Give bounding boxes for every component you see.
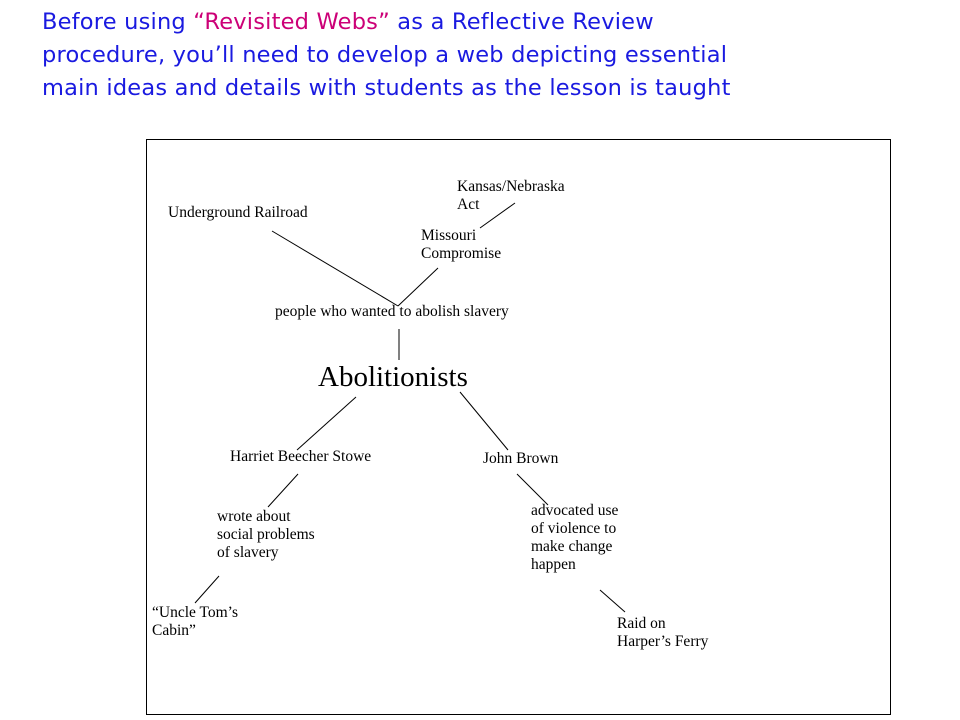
- node-harpers-line-1: Raid on: [617, 615, 666, 632]
- node-missouri-line-1: Missouri: [421, 227, 477, 244]
- node-definition: people who wanted to abolish slavery: [275, 303, 509, 320]
- link-kansas-missouri: [479, 202, 516, 229]
- link-brown-detail: [516, 473, 549, 506]
- node-stowe-detail: wrote about social problems of slavery: [217, 508, 315, 562]
- node-brown-detail-line-4: happen: [531, 556, 576, 573]
- link-stowe-detail-uncletom: [194, 575, 220, 604]
- link-missouri-definition: [397, 267, 439, 307]
- node-stowe-detail-line-3: of slavery: [217, 544, 279, 561]
- node-brown-detail: advocated use of violence to make change…: [531, 502, 618, 574]
- link-stowe-detail: [267, 473, 299, 508]
- node-kansas-line-2: Act: [457, 196, 480, 213]
- node-raid-on-harpers-ferry: Raid on Harper’s Ferry: [617, 615, 708, 651]
- heading-text-pre: Before using: [42, 9, 194, 35]
- node-stowe-detail-line-1: wrote about: [217, 508, 291, 525]
- link-central-stowe: [296, 396, 357, 451]
- node-harriet-beecher-stowe: Harriet Beecher Stowe: [230, 448, 372, 465]
- node-brown-detail-line-1: advocated use: [531, 502, 619, 519]
- node-kansas-line-1: Kansas/Nebraska: [457, 178, 565, 195]
- node-harpers-line-2: Harper’s Ferry: [617, 633, 709, 650]
- link-railroad-definition: [271, 230, 399, 307]
- node-missouri-line-2: Compromise: [421, 245, 502, 262]
- node-john-brown: John Brown: [483, 450, 559, 467]
- link-central-brown: [459, 391, 509, 451]
- node-missouri-compromise: Missouri Compromise: [421, 227, 501, 263]
- node-central-abolitionists: Abolitionists: [318, 361, 468, 393]
- heading-line-2: procedure, you’ll need to develop a web …: [42, 42, 728, 68]
- heading-line-3: main ideas and details with students as …: [42, 75, 731, 101]
- node-uncle-tom-line-1: “Uncle Tom’s: [152, 604, 239, 621]
- node-brown-detail-line-3: make change: [531, 538, 613, 555]
- concept-web-frame: [146, 139, 891, 715]
- node-kansas-nebraska-act: Kansas/Nebraska Act: [457, 178, 565, 214]
- node-underground-railroad: Underground Railroad: [168, 204, 308, 221]
- heading-text-post: as a Reflective Review: [389, 9, 654, 35]
- node-brown-detail-line-2: of violence to: [531, 520, 617, 537]
- node-stowe-detail-line-2: social problems: [217, 526, 315, 543]
- heading-highlight: “Revisited Webs”: [193, 9, 390, 35]
- node-uncle-tom-line-2: Cabin”: [152, 622, 196, 639]
- heading-line-1: Before using “Revisited Webs” as a Refle…: [42, 6, 942, 39]
- link-brown-detail-harpers: [599, 589, 626, 613]
- slide-heading: Before using “Revisited Webs” as a Refle…: [42, 6, 942, 105]
- node-uncle-toms-cabin: “Uncle Tom’s Cabin”: [152, 604, 238, 640]
